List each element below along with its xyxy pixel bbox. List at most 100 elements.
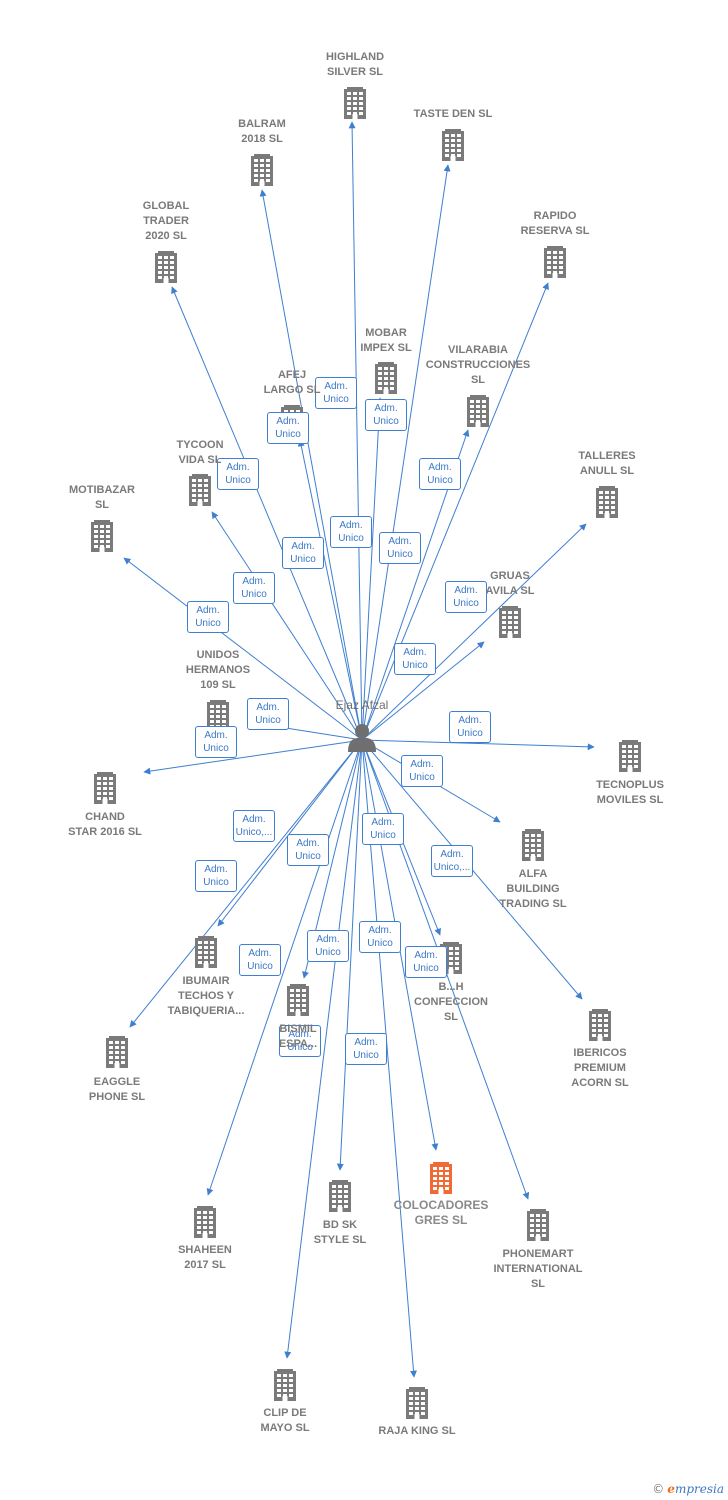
building-icon-tasteden[interactable] <box>442 129 464 161</box>
edge-eaggle <box>129 739 363 1028</box>
company-label-bdsk[interactable]: BD SK STYLE SL <box>313 1219 367 1246</box>
role-badge-motibazar[interactable]: Adm. Unico <box>187 601 229 633</box>
edge-afej <box>297 439 363 741</box>
building-icon-talleres[interactable] <box>596 486 618 518</box>
company-label-bismil[interactable]: BISMIL ESPA... <box>278 1023 318 1050</box>
edge-mobar <box>361 397 384 741</box>
building-icon-colocadores[interactable] <box>430 1162 452 1194</box>
role-badge-clipdemayo[interactable]: Adm. Unico <box>279 1025 321 1057</box>
building-icon-alfa[interactable] <box>522 829 544 861</box>
edge-tycoon <box>211 511 363 741</box>
role-badge-balram[interactable]: Adm. Unico <box>267 412 309 444</box>
building-icon-shaheen[interactable] <box>194 1206 216 1238</box>
company-label-eaggle[interactable]: EAGGLE PHONE SL <box>88 1076 146 1103</box>
role-badge-bdsk[interactable]: Adm. Unico <box>307 930 349 962</box>
edge-highland <box>348 121 363 741</box>
role-badge-tasteden[interactable]: Adm. Unico <box>365 399 407 431</box>
edge-shaheen <box>206 739 363 1196</box>
edge-talleres <box>361 523 587 741</box>
person-icon[interactable] <box>348 724 376 752</box>
building-icon-ibericos[interactable] <box>589 1009 611 1041</box>
company-label-global[interactable]: GLOBAL TRADER 2020 SL <box>142 200 190 242</box>
building-icon-unidos[interactable] <box>207 700 229 732</box>
company-label-shaheen[interactable]: SHAHEEN 2017 SL <box>178 1244 232 1271</box>
company-label-ibumair[interactable]: IBUMAIR TECHOS Y TABIQUERIA... <box>167 975 245 1017</box>
building-icon-vilarabia[interactable] <box>467 395 489 427</box>
role-badge-colocadores[interactable]: Adm. Unico <box>359 921 401 953</box>
edge-motibazar <box>123 557 363 741</box>
edge-global <box>171 286 363 741</box>
company-label-clipdemayo[interactable]: CLIP DE MAYO SL <box>260 1407 310 1434</box>
role-badge-ibumair[interactable]: Adm. Unico <box>195 860 237 892</box>
role-badge-tycoon[interactable]: Adm. Unico <box>233 572 275 604</box>
role-badge-afej[interactable]: Adm. Unico <box>282 537 324 569</box>
role-badge-rapido[interactable]: Adm. Unico <box>419 458 461 490</box>
edge-tecnoplus <box>361 739 595 751</box>
building-icon-balram[interactable] <box>251 154 273 186</box>
company-label-ibericos[interactable]: IBERICOS PREMIUM ACORN SL <box>571 1047 629 1089</box>
building-icon-clipdemayo[interactable] <box>274 1369 296 1401</box>
role-badge-highland[interactable]: Adm. Unico <box>315 377 357 409</box>
company-label-tycoon[interactable]: TYCOON VIDA SL <box>176 439 224 466</box>
building-icon-gruas[interactable] <box>499 606 521 638</box>
company-label-talleres[interactable]: TALLERES ANULL SL <box>578 450 636 477</box>
edge-ibumair <box>217 739 363 927</box>
edge-bdsk <box>336 739 363 1171</box>
edge-rajaking <box>361 739 417 1378</box>
role-badge-mobar[interactable]: Adm. Unico <box>330 516 372 548</box>
role-badge-tecnoplus[interactable]: Adm. Unico <box>449 711 491 743</box>
building-icon-bismil[interactable] <box>287 984 309 1016</box>
role-badge-eaggle[interactable]: Adm. Unico,... <box>233 810 275 842</box>
role-badge-bconfeccion[interactable]: Adm. Unico <box>362 813 404 845</box>
role-badge-phonemart[interactable]: Adm. Unico <box>405 946 447 978</box>
building-icon-tecnoplus[interactable] <box>619 740 641 772</box>
role-badge-bismil[interactable]: Adm. Unico <box>287 834 329 866</box>
building-icon-rajaking[interactable] <box>406 1387 428 1419</box>
company-label-afej[interactable]: AFEJ LARGO SL <box>263 369 321 396</box>
building-icon-highland[interactable] <box>344 87 366 119</box>
role-badge-alfa[interactable]: Adm. Unico <box>401 755 443 787</box>
role-badge-chand[interactable]: Adm. Unico <box>195 726 237 758</box>
building-icon-phonemart[interactable] <box>527 1209 549 1241</box>
role-badge-gruas[interactable]: Adm. Unico <box>394 643 436 675</box>
company-label-mobar[interactable]: MOBAR IMPEX SL <box>360 327 412 354</box>
edge-rapido <box>361 282 549 741</box>
company-label-tecnoplus[interactable]: TECNOPLUS MOVILES SL <box>596 779 664 806</box>
brand-name: mpresia <box>674 1482 724 1496</box>
edge-balram <box>259 189 363 741</box>
role-badge-ibericos[interactable]: Adm. Unico,... <box>431 845 473 877</box>
company-label-rapido[interactable]: RAPIDO RESERVA SL <box>520 210 590 237</box>
building-icon-eaggle[interactable] <box>106 1036 128 1068</box>
brand-logo[interactable]: empresia <box>667 1482 724 1496</box>
building-icon-rapido[interactable] <box>544 246 566 278</box>
role-badge-global[interactable]: Adm. Unico <box>217 458 259 490</box>
role-badge-rajaking[interactable]: Adm. Unico <box>345 1033 387 1065</box>
role-badge-vilarabia[interactable]: Adm. Unico <box>379 532 421 564</box>
role-badge-unidos[interactable]: Adm. Unico <box>247 698 289 730</box>
company-label-colocadores[interactable]: COLOCADORES GRES SL <box>393 1198 489 1227</box>
company-label-vilarabia[interactable]: VILARABIA CONSTRUCCIONES SL <box>425 344 531 386</box>
building-icon-global[interactable] <box>155 251 177 283</box>
footer-brand: ©empresia <box>652 1482 724 1496</box>
building-icon-bdsk[interactable] <box>329 1180 351 1212</box>
company-label-phonemart[interactable]: PHONEMART INTERNATIONAL SL <box>493 1248 583 1290</box>
company-label-tasteden[interactable]: TASTE DEN SL <box>413 108 493 120</box>
building-icon-chand[interactable] <box>94 772 116 804</box>
building-icon-ibumair[interactable] <box>195 936 217 968</box>
edge-chand <box>143 739 363 775</box>
building-icon-mobar[interactable] <box>375 362 397 394</box>
role-badge-talleres[interactable]: Adm. Unico <box>445 581 487 613</box>
center-person-label[interactable]: Ejaz Afzal <box>335 698 389 712</box>
company-label-motibazar[interactable]: MOTIBAZAR SL <box>69 484 135 511</box>
company-label-bconfeccion[interactable]: B...H CONFECCION SL <box>414 981 488 1023</box>
role-badge-shaheen[interactable]: Adm. Unico <box>239 944 281 976</box>
company-label-unidos[interactable]: UNIDOS HERMANOS 109 SL <box>185 649 251 691</box>
company-label-gruas[interactable]: GRUAS AVILA SL <box>485 570 535 597</box>
building-icon-motibazar[interactable] <box>91 520 113 552</box>
company-label-alfa[interactable]: ALFA BUILDING TRADING SL <box>499 868 567 910</box>
company-label-balram[interactable]: BALRAM 2018 SL <box>238 118 286 145</box>
company-label-chand[interactable]: CHAND STAR 2016 SL <box>68 811 142 838</box>
company-label-rajaking[interactable]: RAJA KING SL <box>378 1425 456 1437</box>
company-label-highland[interactable]: HIGHLAND SILVER SL <box>325 51 385 78</box>
building-icon-tycoon[interactable] <box>189 474 211 506</box>
